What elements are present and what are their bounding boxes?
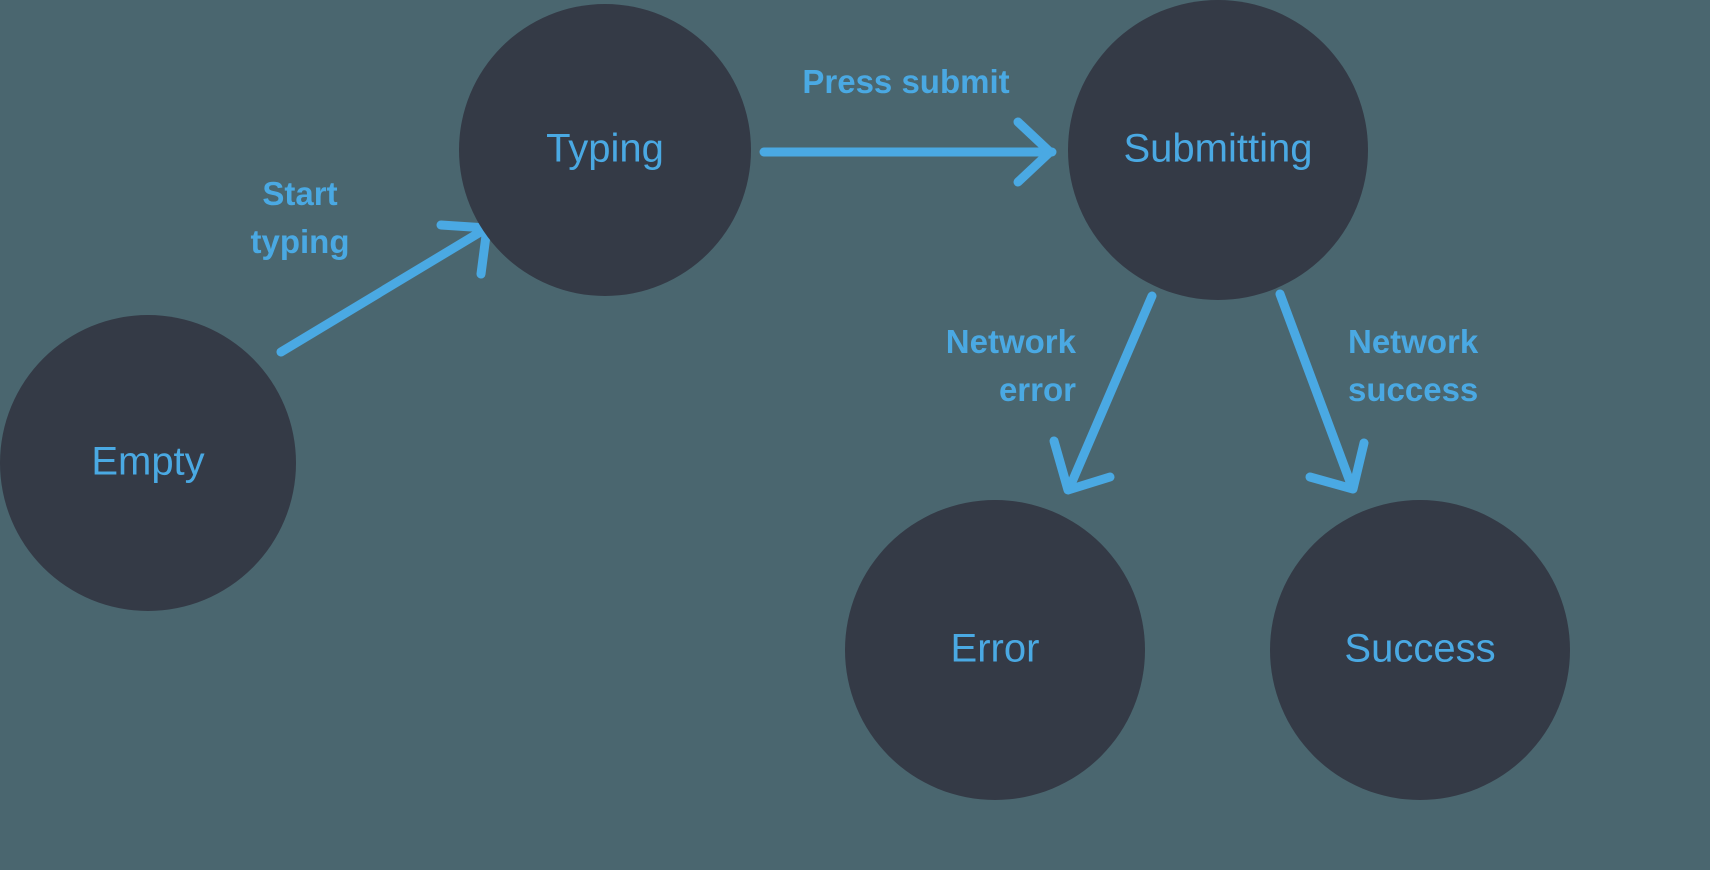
- state-node-label-typing: Typing: [546, 127, 664, 171]
- edge-label-line: typing: [251, 223, 350, 260]
- edge-label-line: Press submit: [802, 63, 1009, 100]
- state-node-label-empty: Empty: [91, 440, 204, 484]
- edge-line-submitting-to-success: [1275, 289, 1357, 492]
- state-node-circle-empty[interactable]: [0, 315, 296, 611]
- arrowhead-icon: [1013, 117, 1055, 187]
- edge-line-submitting-to-error: [1064, 291, 1157, 494]
- state-node-circle-error[interactable]: [845, 500, 1145, 800]
- state-node-circle-success[interactable]: [1270, 500, 1570, 800]
- edge-line-empty-to-typing: [276, 223, 492, 357]
- state-node-submitting[interactable]: Submitting: [1068, 0, 1368, 300]
- edge-label-submitting-to-success: Network success: [1348, 323, 1479, 408]
- arrowhead-icon: [1049, 436, 1115, 495]
- state-node-label-submitting: Submitting: [1124, 127, 1313, 171]
- state-node-success[interactable]: Success: [1270, 500, 1570, 800]
- edge-submitting-to-error: [1049, 291, 1157, 495]
- edge-label-line: Start: [262, 175, 337, 212]
- edge-label-line: Network: [946, 323, 1077, 360]
- state-node-error[interactable]: Error: [845, 500, 1145, 800]
- state-node-circle-typing[interactable]: [459, 4, 751, 296]
- edge-label-line: Network: [1348, 323, 1479, 360]
- state-node-typing[interactable]: Typing: [459, 4, 751, 296]
- edges-layer: [276, 117, 1369, 495]
- edge-label-empty-to-typing: Start typing: [251, 175, 350, 260]
- arrowhead-icon: [1305, 438, 1369, 494]
- edge-label-line: success: [1348, 371, 1478, 408]
- edge-submitting-to-success: [1275, 289, 1369, 494]
- edge-label-typing-to-submitting: Press submit: [802, 63, 1009, 100]
- edge-typing-to-submitting: [759, 117, 1057, 187]
- state-node-label-success: Success: [1344, 627, 1495, 671]
- edge-label-submitting-to-error: Network error: [946, 323, 1077, 408]
- edge-label-line: error: [999, 371, 1076, 408]
- state-node-empty[interactable]: Empty: [0, 315, 296, 611]
- state-node-label-error: Error: [951, 627, 1040, 671]
- state-node-circle-submitting[interactable]: [1068, 0, 1368, 300]
